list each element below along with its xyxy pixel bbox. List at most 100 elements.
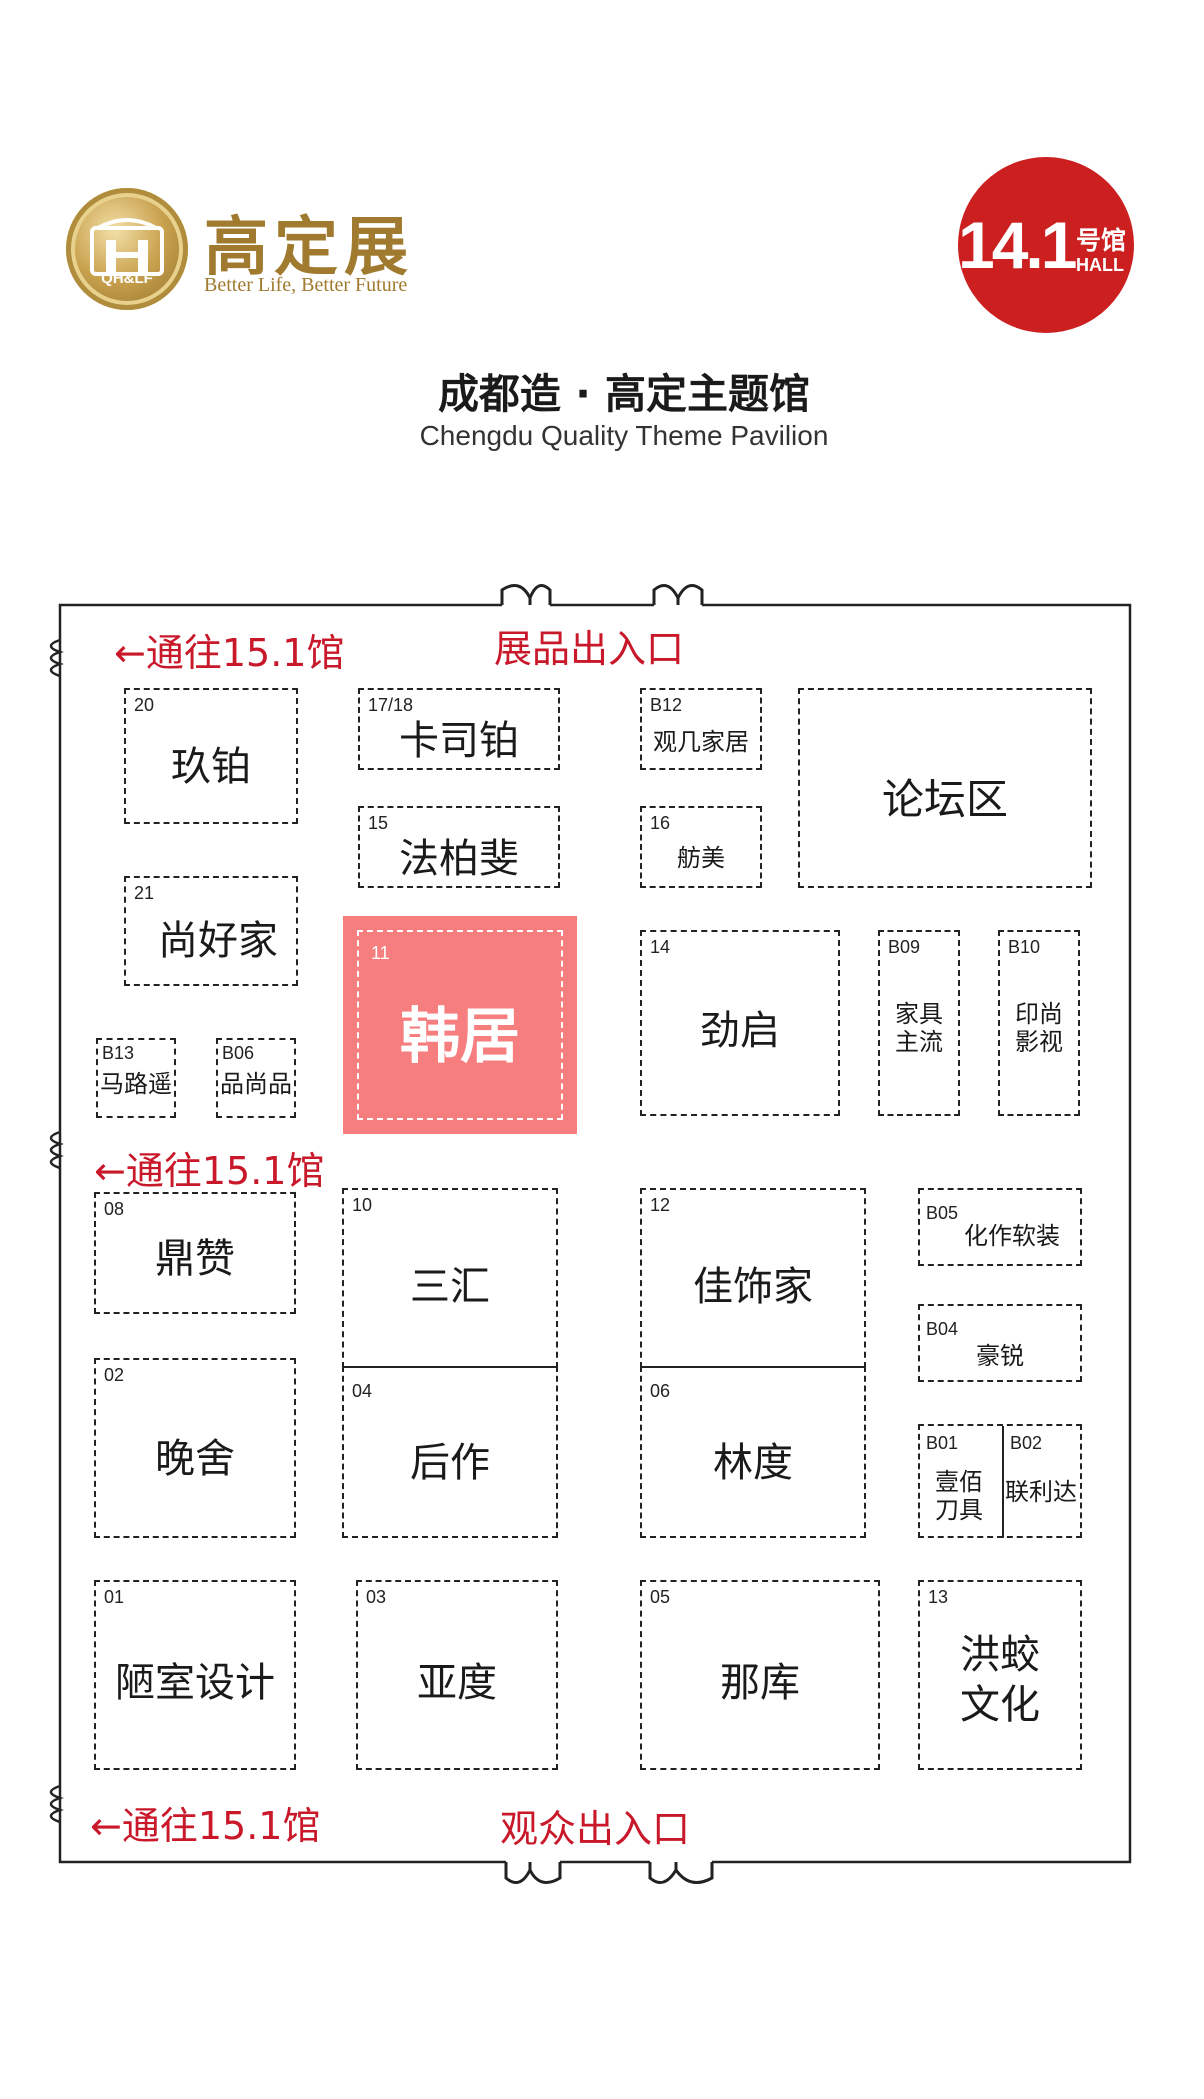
booth-number: B05 xyxy=(926,1203,959,1223)
booth-number: B12 xyxy=(650,695,683,715)
booth-08[interactable]: 08 鼎赞 xyxy=(94,1192,296,1314)
booth-b09[interactable]: B09 家具 主流 xyxy=(878,930,960,1116)
logo-building-icon xyxy=(90,218,164,276)
booth-name: 玖铂 xyxy=(171,744,251,790)
booth-name: 论坛区 xyxy=(881,775,1008,824)
booth-number: 14 xyxy=(650,937,671,957)
booth-name-line2: 文化 xyxy=(960,1682,1040,1728)
page-title: 成都造 · 高定主题馆 xyxy=(437,370,811,418)
direction-to-hall-15-1-bottom: ←通往15.1馆 xyxy=(90,1804,321,1848)
booth-b06[interactable]: B06 品尚品 xyxy=(216,1038,296,1118)
booth-b01-name-line2[interactable]: 刀具 xyxy=(935,1496,983,1524)
side-door-icons xyxy=(49,638,64,1824)
booth-14[interactable]: 14 劲启 xyxy=(640,930,840,1116)
booth-number: 16 xyxy=(650,813,671,833)
booth-10[interactable]: 10 三汇 xyxy=(342,1188,558,1368)
booth-name: 那库 xyxy=(720,1660,800,1706)
booth-name: 马路遥 xyxy=(100,1070,172,1098)
visitor-entrance-label: 观众出入口 xyxy=(500,1807,691,1851)
visitor-entrance-door-icons xyxy=(504,1862,714,1884)
brand-name-cn: 高定展 xyxy=(204,210,414,285)
booth-17-18[interactable]: 17/18 卡司铂 xyxy=(358,688,560,770)
booth-name: 晚舍 xyxy=(155,1436,235,1482)
booth-number: 11 xyxy=(371,943,390,963)
booth-name-line1: 洪蛟 xyxy=(960,1632,1040,1678)
booth-01[interactable]: 01 陋室设计 xyxy=(94,1580,296,1770)
booth-number: 21 xyxy=(134,883,155,903)
booth-name: 林度 xyxy=(713,1440,793,1486)
booth-name: 舫美 xyxy=(677,844,725,872)
hall-suffix-cn: 号馆 xyxy=(1076,226,1127,255)
booth-name: 尚好家 xyxy=(158,918,278,964)
booth-b05[interactable]: B05 化作软装 xyxy=(918,1188,1082,1266)
booth-number: 06 xyxy=(650,1381,671,1401)
booth-name-line1: 印尚 xyxy=(1015,1000,1063,1028)
booth-03[interactable]: 03 亚度 xyxy=(356,1580,558,1770)
booth-number: B13 xyxy=(102,1043,135,1063)
booth-name: 陋室设计 xyxy=(115,1660,275,1706)
booth-04[interactable]: 04 后作 xyxy=(342,1366,558,1538)
booth-name-line2: 主流 xyxy=(895,1028,943,1056)
booth-b04[interactable]: B04 豪锐 xyxy=(918,1304,1082,1382)
booth-06[interactable]: 06 林度 xyxy=(640,1366,866,1538)
booth-name: 观几家居 xyxy=(653,728,749,756)
booth-number: 08 xyxy=(104,1199,125,1219)
brand-slogan: Better Life, Better Future xyxy=(204,274,408,296)
booth-number: B10 xyxy=(1008,937,1041,957)
booth-name: 后作 xyxy=(410,1440,490,1486)
exhibit-entrance-door-icons xyxy=(500,584,704,605)
booth-02[interactable]: 02 晚舍 xyxy=(94,1358,296,1538)
booth-b12[interactable]: B12 观几家居 xyxy=(640,688,762,770)
booth-b01-b02-group: B01 B02 壹佰 刀具 联利达 xyxy=(918,1424,1082,1538)
booth-number: 03 xyxy=(366,1587,387,1607)
booth-name: 法柏斐 xyxy=(399,836,519,882)
booth-name-line1: 家具 xyxy=(895,1000,943,1028)
booth-name: 品尚品 xyxy=(220,1070,292,1098)
booth-16[interactable]: 16 舫美 xyxy=(640,806,762,888)
brand-logo-emblem: QH&LF xyxy=(66,188,188,310)
booth-number: 10 xyxy=(352,1195,373,1215)
direction-to-hall-15-1-middle: ←通往15.1馆 xyxy=(94,1149,325,1193)
booth-number: 15 xyxy=(368,813,389,833)
booth-name: 劲启 xyxy=(700,1008,780,1054)
booth-11-highlighted[interactable]: 11 韩居 xyxy=(343,916,577,1134)
booth-name: 佳饰家 xyxy=(693,1264,813,1310)
page-subtitle: Chengdu Quality Theme Pavilion xyxy=(419,420,829,451)
booth-number: B09 xyxy=(888,937,921,957)
booth-number: 13 xyxy=(928,1587,949,1607)
booth-b13[interactable]: B13 马路遥 xyxy=(96,1038,176,1118)
booth-name: 亚度 xyxy=(417,1660,497,1706)
booth-number-b02: B02 xyxy=(1010,1433,1043,1453)
booth-name: 韩居 xyxy=(400,1002,520,1072)
booth-20[interactable]: 20 玖铂 xyxy=(124,688,298,824)
booth-number: 02 xyxy=(104,1365,125,1385)
booth-inner-outline xyxy=(357,930,563,1120)
booth-name: 鼎赞 xyxy=(155,1236,235,1282)
booth-forum[interactable]: 论坛区 xyxy=(798,688,1092,888)
booth-number: 12 xyxy=(650,1195,671,1215)
hall-badge: 14.1 号馆 HALL xyxy=(958,157,1134,333)
booth-number: 17/18 xyxy=(368,695,414,715)
booth-b10[interactable]: B10 印尚 影视 xyxy=(998,930,1080,1116)
hall-suffix-en: HALL xyxy=(1076,255,1124,275)
booth-13[interactable]: 13 洪蛟 文化 xyxy=(918,1580,1082,1770)
booth-12[interactable]: 12 佳饰家 xyxy=(640,1188,866,1368)
logo-mark-text: QH&LF xyxy=(101,270,153,287)
booth-b02-name[interactable]: 联利达 xyxy=(1005,1478,1077,1506)
booth-number: B06 xyxy=(222,1043,255,1063)
booth-05[interactable]: 05 那库 xyxy=(640,1580,880,1770)
booth-name: 三汇 xyxy=(410,1264,490,1310)
booth-number-b01: B01 xyxy=(926,1433,959,1453)
booth-21[interactable]: 21 尚好家 xyxy=(124,876,298,986)
booth-15[interactable]: 15 法柏斐 xyxy=(358,806,560,888)
booth-name: 卡司铂 xyxy=(399,718,519,764)
booth-number: 20 xyxy=(134,695,155,715)
exhibit-entrance-label: 展品出入口 xyxy=(494,627,685,671)
booth-divider xyxy=(1002,1426,1004,1538)
booth-number: B04 xyxy=(926,1319,959,1339)
booth-b01-name-line1[interactable]: 壹佰 xyxy=(935,1468,983,1496)
booth-name: 化作软装 xyxy=(964,1222,1060,1250)
booth-number: 01 xyxy=(104,1587,125,1607)
hall-number: 14.1 xyxy=(958,208,1077,282)
